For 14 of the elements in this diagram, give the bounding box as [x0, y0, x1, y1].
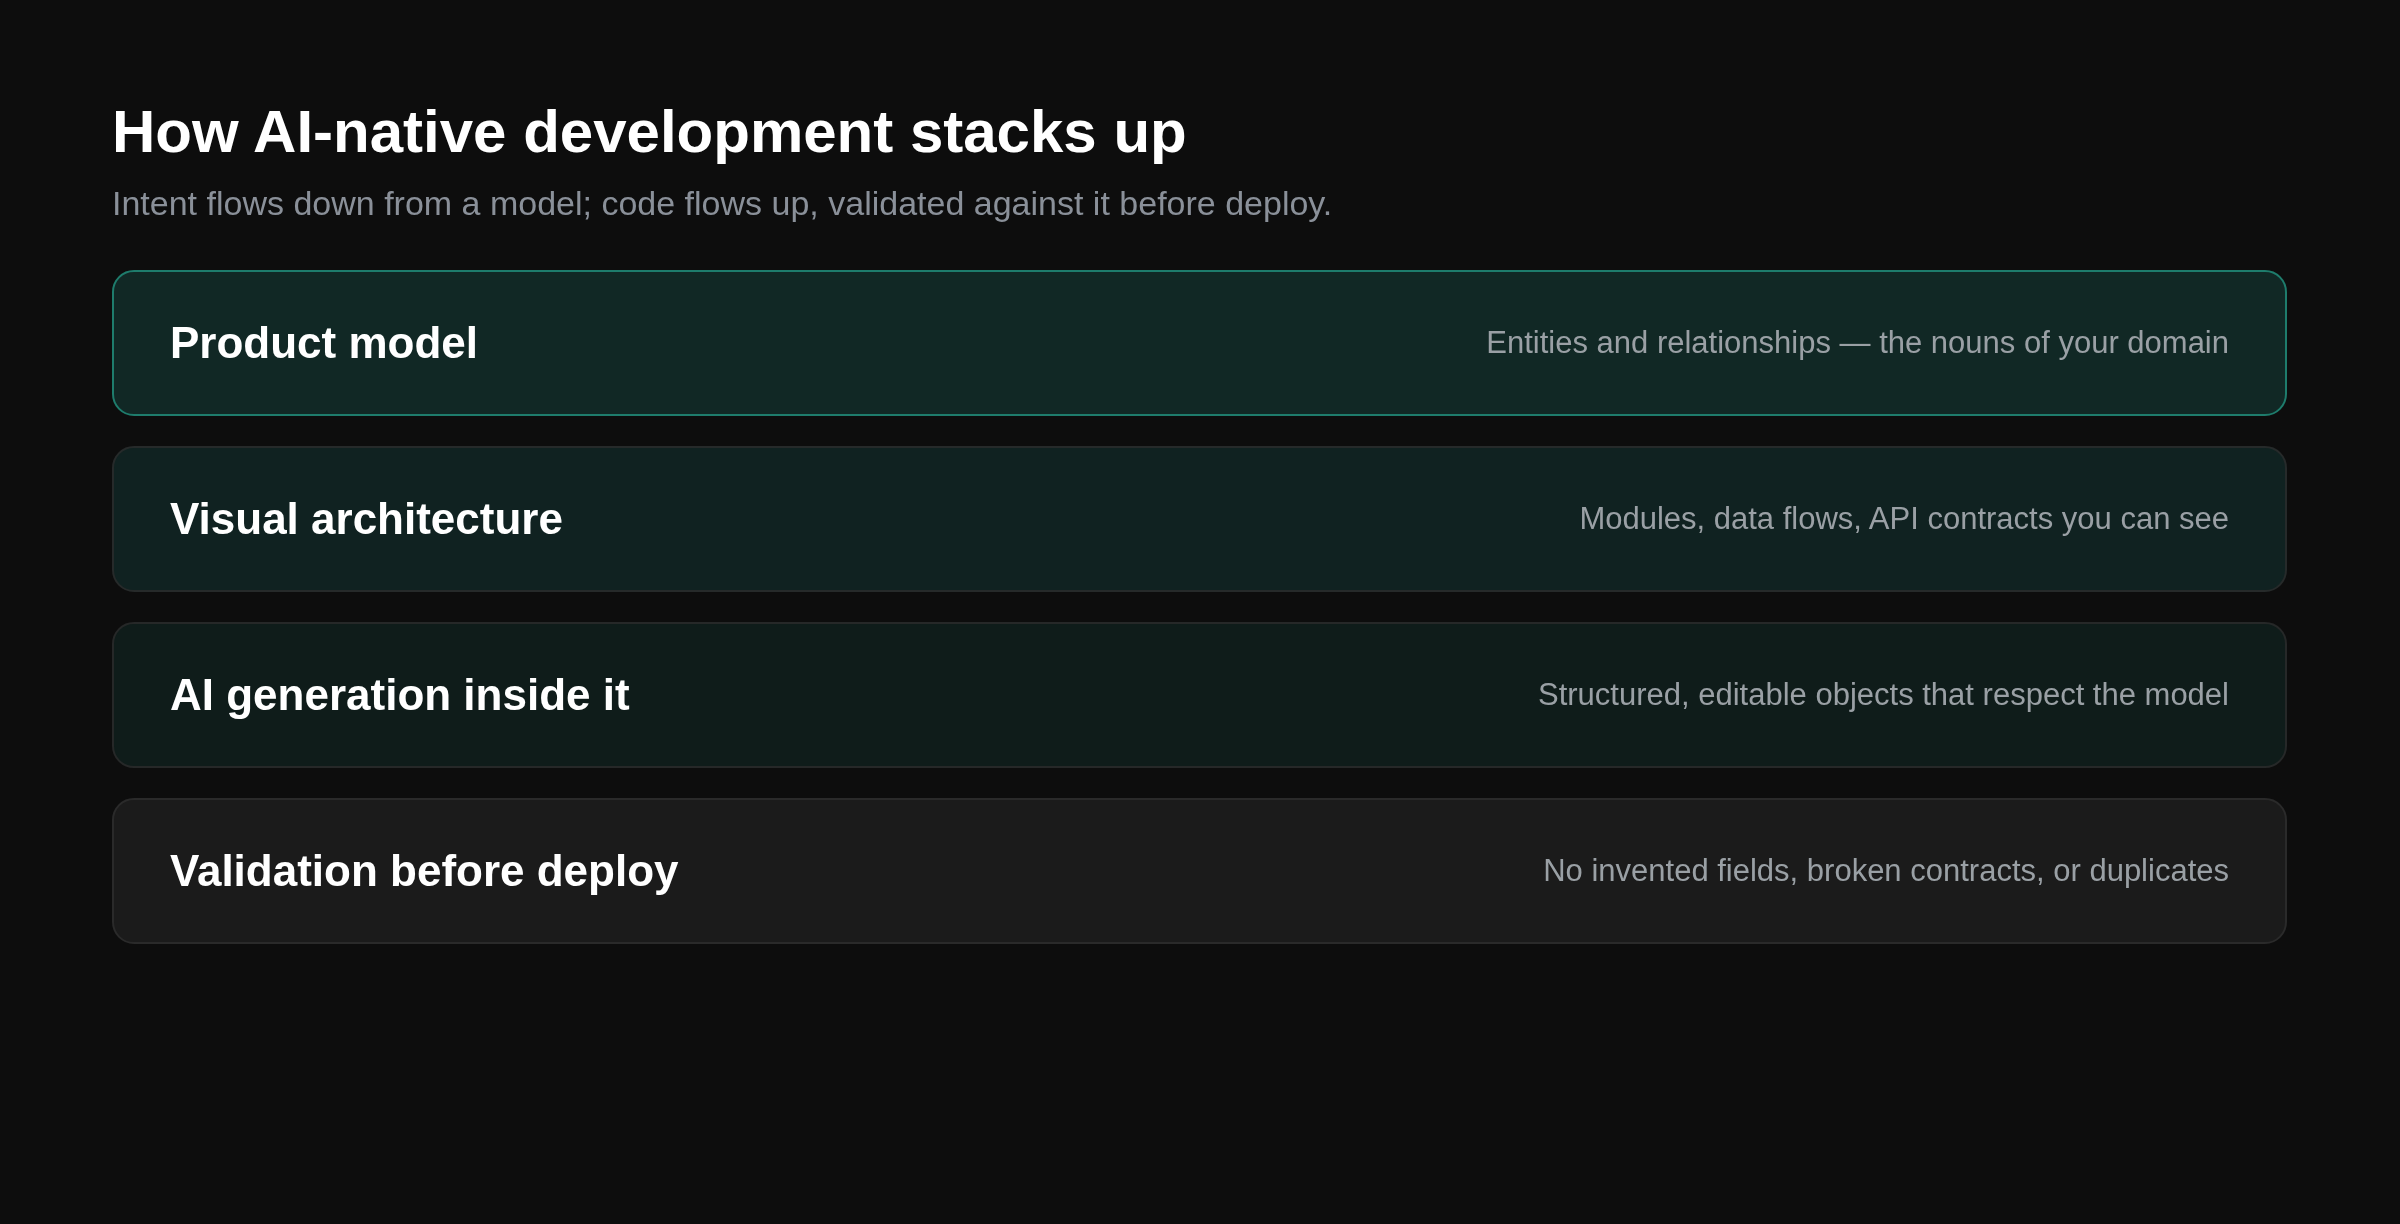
- layer-card: [112, 446, 2287, 592]
- subtitle: Intent flows down from a model; code flows up, validated against it before deploy.: [112, 183, 1333, 224]
- layer-card: [112, 270, 2287, 416]
- layer-description: Modules, data flows, API contracts you can see: [1579, 500, 2229, 538]
- layer-card: [112, 798, 2287, 944]
- layer-title: Product model: [170, 317, 479, 369]
- page-title: How AI-native development stacks up: [112, 97, 1187, 167]
- layer-title: Visual architecture: [170, 493, 563, 545]
- layer-card: [112, 622, 2287, 768]
- layer-description: No invented fields, broken contracts, or duplicates: [1543, 852, 2229, 890]
- layer-title: AI generation inside it: [170, 669, 630, 721]
- layer-title: Validation before deploy: [170, 845, 679, 897]
- layer-description: Entities and relationships — the nouns of your domain: [1486, 324, 2229, 362]
- layer-description: Structured, editable objects that respect the model: [1538, 676, 2229, 714]
